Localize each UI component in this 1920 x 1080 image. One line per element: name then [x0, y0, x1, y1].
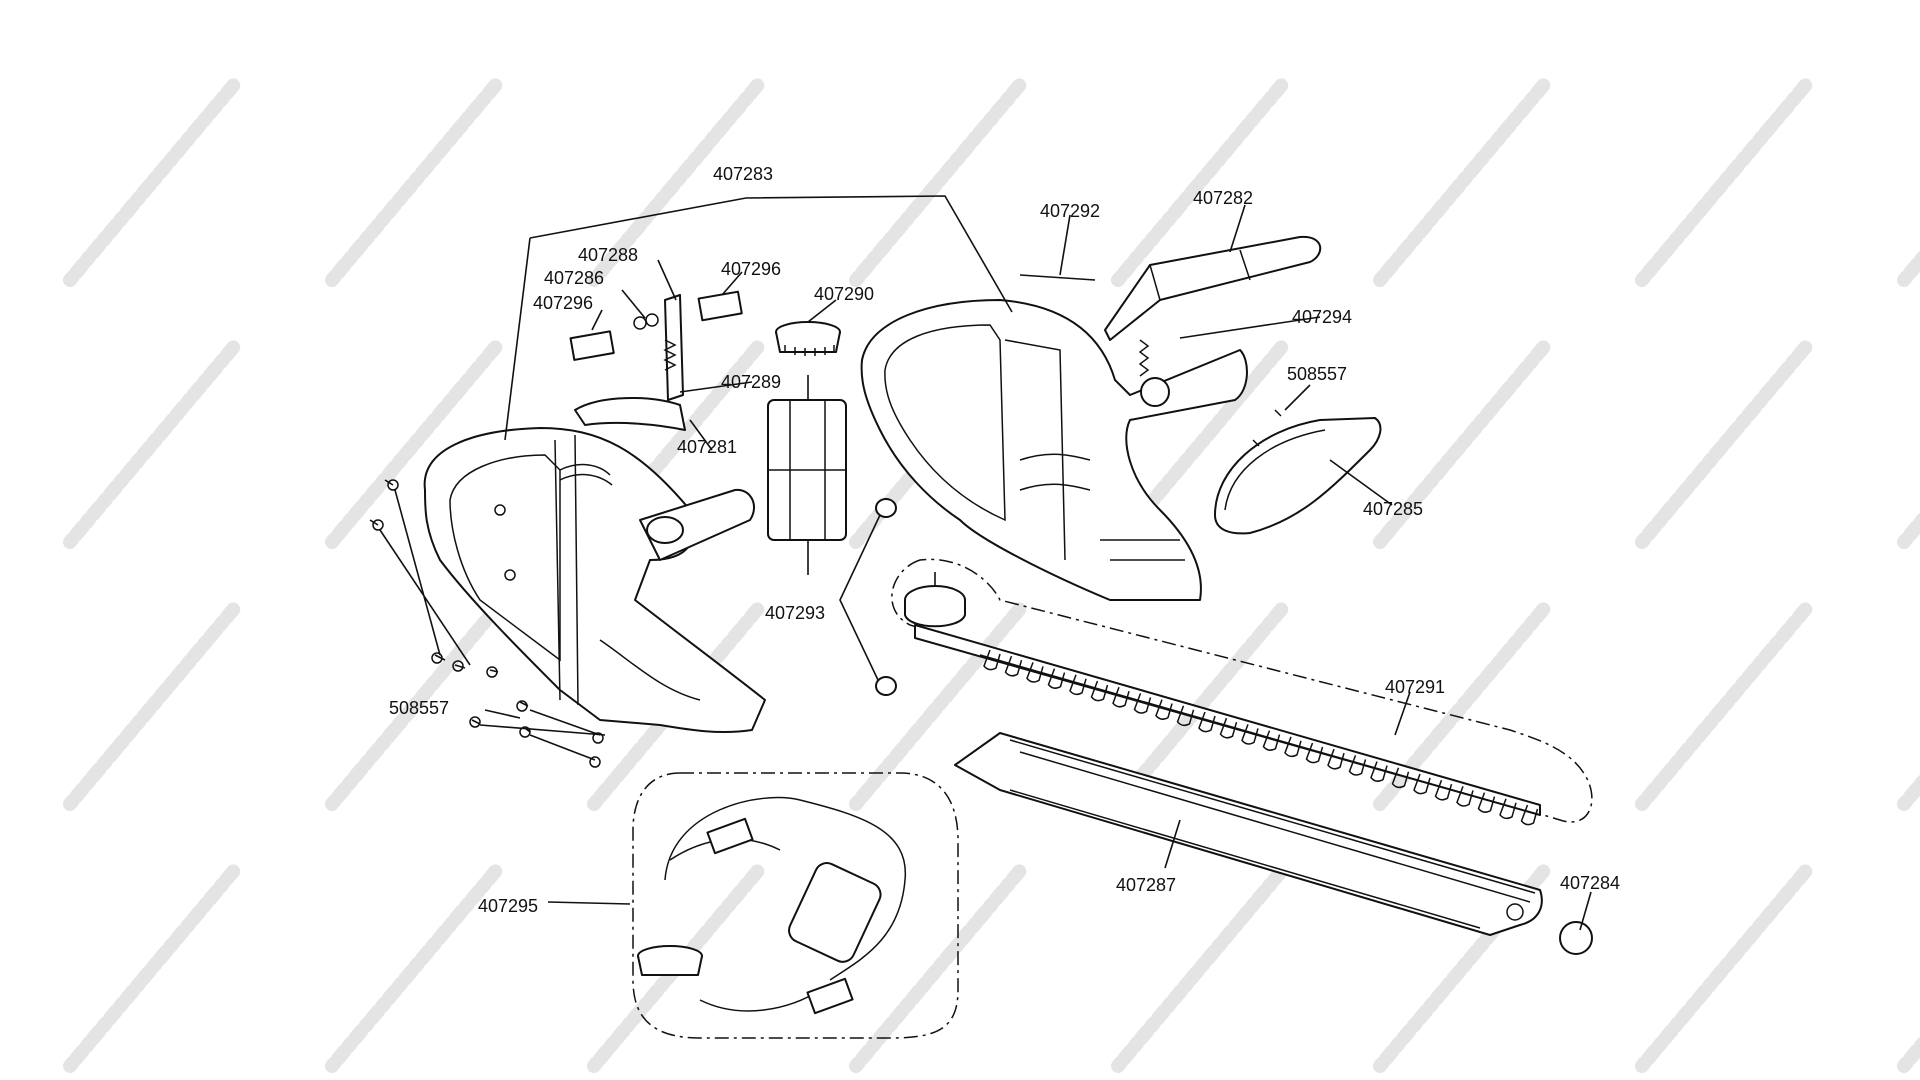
blade-tooth — [1026, 662, 1044, 683]
watermark-mark — [63, 336, 244, 549]
blade-part — [891, 558, 1593, 826]
blade-tooth — [1348, 755, 1367, 776]
watermark-mark — [849, 74, 1030, 287]
gear-part — [775, 321, 841, 356]
watermark-mark — [63, 598, 244, 811]
label-407295: 407295 — [478, 896, 538, 916]
watermark-mark — [849, 598, 1030, 811]
label-407283: 407283 — [713, 164, 773, 184]
label-407291: 407291 — [1385, 677, 1445, 697]
watermark-mark — [325, 74, 506, 287]
blade-tooth — [1069, 674, 1087, 696]
label-407289: 407289 — [721, 372, 781, 392]
blade-tooth — [1155, 699, 1173, 720]
watermark — [63, 74, 1920, 1073]
blade-tooth — [983, 649, 1001, 671]
watermark-mark — [1373, 74, 1554, 287]
watermark-mark — [1635, 336, 1816, 549]
left-housing — [423, 427, 766, 734]
blade-tooth — [1133, 693, 1152, 714]
watermark-mark — [849, 860, 1030, 1073]
wiring-assembly — [632, 772, 959, 1039]
label-407293: 407293 — [765, 603, 825, 623]
watermark-mark — [63, 860, 244, 1073]
watermark-mark — [325, 598, 506, 811]
watermark-mark — [1897, 250, 1920, 287]
blade-tooth — [1456, 786, 1474, 807]
label-407281: 407281 — [677, 437, 737, 457]
label-407296-left: 407296 — [533, 293, 593, 313]
watermark-mark — [325, 860, 506, 1073]
watermark-mark — [1111, 860, 1292, 1073]
watermark-mark — [1111, 598, 1292, 811]
blade-tooth — [1520, 804, 1539, 826]
blade-tooth — [1090, 680, 1109, 702]
blade-tooth — [1198, 711, 1216, 733]
label-407282: 407282 — [1193, 188, 1253, 208]
blade-tooth — [1499, 798, 1517, 820]
label-407288: 407288 — [578, 245, 638, 265]
label-407290: 407290 — [814, 284, 874, 304]
blade-tooth — [1219, 717, 1238, 739]
blade-tooth — [1413, 773, 1431, 795]
watermark-mark — [325, 336, 506, 549]
handle-top-part — [1104, 235, 1322, 341]
end-cap-part — [1559, 921, 1593, 955]
screws-right — [1252, 409, 1282, 447]
label-407292: 407292 — [1040, 201, 1100, 221]
watermark-mark — [1635, 860, 1816, 1073]
blade-tooth — [1241, 724, 1259, 745]
blade-tooth — [1284, 736, 1302, 758]
label-407284: 407284 — [1560, 873, 1620, 893]
watermark-mark — [63, 74, 244, 287]
blade-guard-part — [954, 732, 1543, 936]
watermark-mark — [1111, 74, 1292, 287]
label-508557-left: 508557 — [389, 698, 449, 718]
blade-tooth — [1305, 742, 1324, 764]
watermark-mark — [1635, 74, 1816, 287]
watermark-mark — [1897, 1036, 1920, 1073]
label-407285: 407285 — [1363, 499, 1423, 519]
switches — [569, 290, 743, 401]
watermark-mark — [1897, 512, 1920, 549]
screws-left — [369, 479, 606, 768]
motor-part — [767, 375, 847, 575]
label-407294: 407294 — [1292, 307, 1352, 327]
handle-top-detail — [1149, 249, 1251, 301]
blade-tooth — [1434, 779, 1453, 801]
bushing-part — [875, 498, 897, 518]
blade-tooth — [1327, 748, 1345, 770]
spring-bar-part — [1019, 274, 1096, 281]
blade-tooth — [1391, 767, 1410, 789]
trigger-part — [574, 397, 686, 431]
watermark-mark — [1897, 774, 1920, 811]
watermark-mark — [1373, 336, 1554, 549]
blade-tooth — [1004, 655, 1023, 677]
watermark-mark — [587, 74, 768, 287]
side-cover-part — [1214, 417, 1382, 535]
bushing-part-lower — [875, 676, 897, 696]
blade-tooth — [1262, 730, 1281, 751]
leader-lines — [484, 195, 1592, 931]
blade-tooth — [1370, 761, 1388, 782]
blade-tooth — [1112, 686, 1130, 708]
blade-tooth — [1477, 792, 1496, 813]
label-508557-right: 508557 — [1287, 364, 1347, 384]
part-labels: 407283 407292 407282 407288 407296 40728… — [389, 164, 1620, 916]
watermark-mark — [1635, 598, 1816, 811]
label-407296-right: 407296 — [721, 259, 781, 279]
right-housing — [860, 299, 1248, 601]
blade-tooth — [1176, 705, 1195, 727]
blade-tooth — [1047, 668, 1066, 689]
label-407286: 407286 — [544, 268, 604, 288]
label-407287: 407287 — [1116, 875, 1176, 895]
